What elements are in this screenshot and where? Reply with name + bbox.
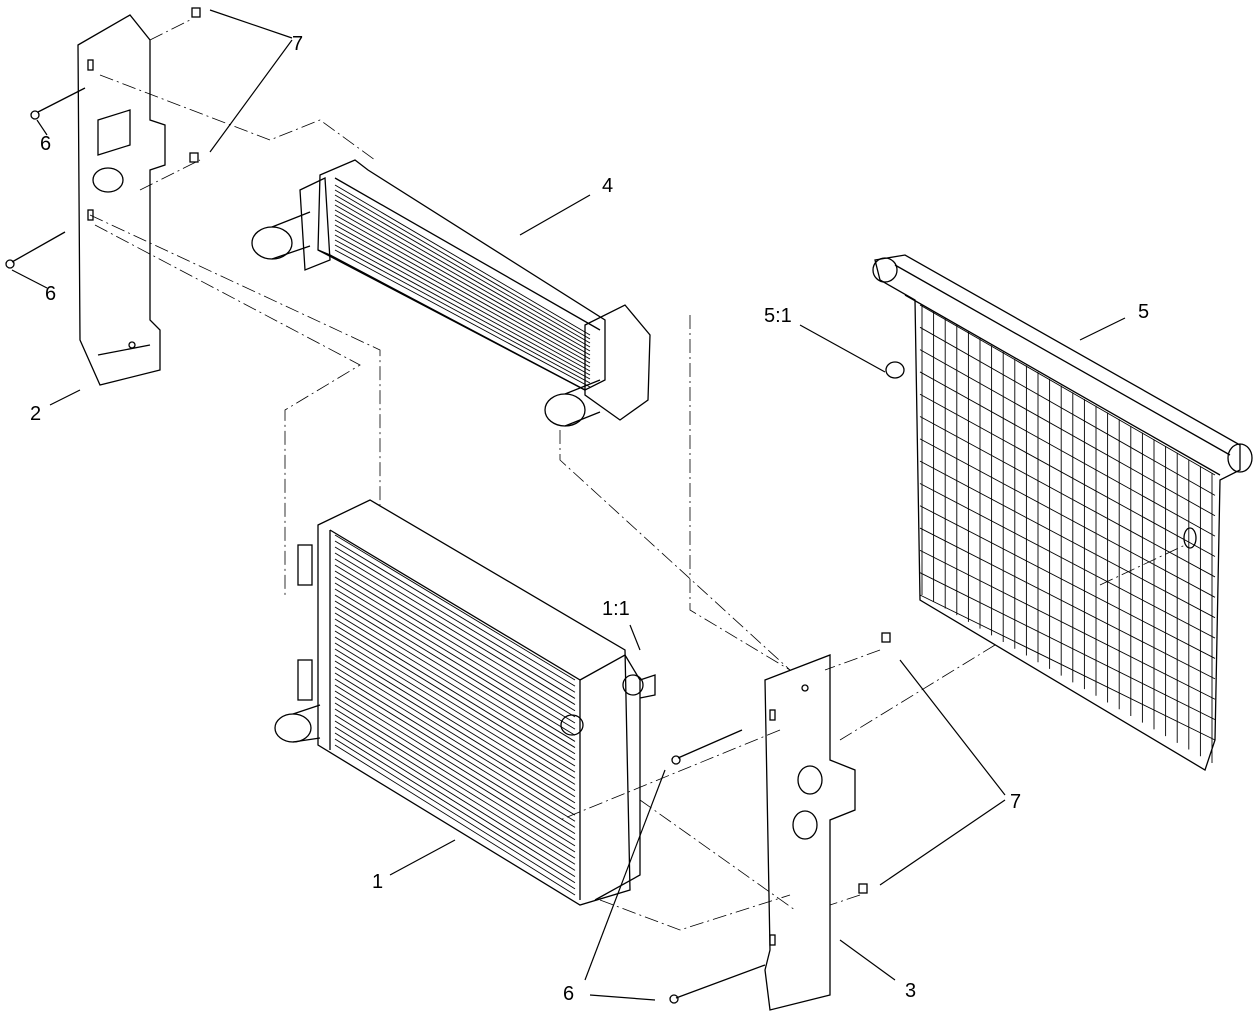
callout-4: 4 [602, 175, 613, 197]
fin-line [334, 618, 576, 767]
fin-line [334, 582, 576, 730]
callout-5: 5 [1138, 301, 1149, 323]
fin-line [334, 714, 576, 865]
callout-6-left: 6 [45, 283, 56, 305]
fin-line [334, 239, 591, 380]
fin-line [334, 708, 576, 859]
fin-line [334, 738, 576, 890]
fin-line [334, 660, 576, 810]
pin-lower [669, 964, 766, 1004]
fin-line [919, 371, 1216, 537]
fin-line [334, 184, 591, 336]
right-bracket [764, 654, 856, 1011]
fin-line [334, 684, 576, 834]
callout-7-upper: 7 [292, 33, 303, 55]
fin-line [334, 648, 576, 798]
fin-line [334, 540, 576, 687]
fin-line [334, 672, 576, 822]
fin-line [334, 726, 576, 877]
clip-4 [858, 883, 868, 894]
fin-line [334, 534, 576, 681]
pin-lower-left [5, 231, 66, 269]
pin-upper-left [30, 87, 86, 120]
fin-line [334, 204, 591, 352]
fin-line [334, 189, 591, 340]
clip-2 [189, 152, 199, 163]
clip-1 [191, 7, 201, 18]
callout-6-upper: 6 [40, 133, 51, 155]
fin-line [334, 249, 591, 388]
clip-3 [881, 632, 891, 643]
fin-line [334, 209, 591, 356]
screen [872, 254, 1253, 771]
fin-line [334, 564, 576, 712]
fin-line [334, 636, 576, 785]
fin-line [919, 505, 1216, 659]
fin-line [919, 438, 1216, 598]
fin-line [334, 244, 591, 384]
fin-line [334, 696, 576, 847]
callout-3: 3 [905, 980, 916, 1002]
fin-line [334, 642, 576, 791]
fin-line [919, 326, 1216, 496]
pin-middle [671, 729, 743, 765]
fin-line [334, 678, 576, 828]
fin-line [919, 572, 1216, 721]
fin-line [919, 549, 1216, 700]
fin-line [334, 666, 576, 816]
fin-line [919, 460, 1216, 619]
radiator [274, 499, 656, 906]
fin-line [919, 483, 1216, 639]
alignment-lines [89, 19, 1186, 931]
fin-line [334, 234, 591, 376]
fin-line [919, 594, 1216, 741]
fin-line [334, 744, 576, 896]
fin-line [334, 552, 576, 699]
leader-lines [11, 9, 1126, 1001]
callout-1: 1 [372, 871, 383, 893]
callout-6-lower: 6 [563, 983, 574, 1005]
fin-line [334, 732, 576, 884]
callout-2: 2 [30, 403, 41, 425]
fin-line [919, 393, 1216, 557]
fin-line [334, 570, 576, 718]
fin-line [919, 304, 1216, 476]
fin-line [334, 600, 576, 748]
fin-line [334, 690, 576, 841]
fin-line [334, 194, 591, 344]
fin-line [334, 612, 576, 761]
callout-5-1: 5:1 [764, 305, 792, 327]
callout-1-1: 1:1 [602, 598, 630, 620]
fin-line [334, 558, 576, 705]
fin-line [334, 720, 576, 871]
fin-line [334, 654, 576, 804]
charge-air-cooler [251, 159, 651, 427]
fin-line [334, 229, 591, 372]
fin-line [334, 214, 591, 360]
fin-line [334, 702, 576, 853]
fin-line [334, 606, 576, 755]
fin-line [334, 588, 576, 736]
callout-labels: 7 6 6 2 4 5 5:1 1:1 1 7 6 3 [30, 33, 1149, 1005]
fin-line [334, 594, 576, 742]
fin-line [919, 416, 1216, 578]
fin-line [334, 219, 591, 364]
fin-line [334, 224, 591, 368]
fin-line [334, 630, 576, 779]
fin-line [334, 546, 576, 693]
fin-line [919, 349, 1216, 517]
fin-line [334, 576, 576, 724]
fin-line [334, 624, 576, 773]
fin-line [334, 199, 591, 348]
fin-line [919, 527, 1216, 680]
callout-7-lower: 7 [1010, 791, 1021, 813]
left-bracket [77, 14, 166, 386]
